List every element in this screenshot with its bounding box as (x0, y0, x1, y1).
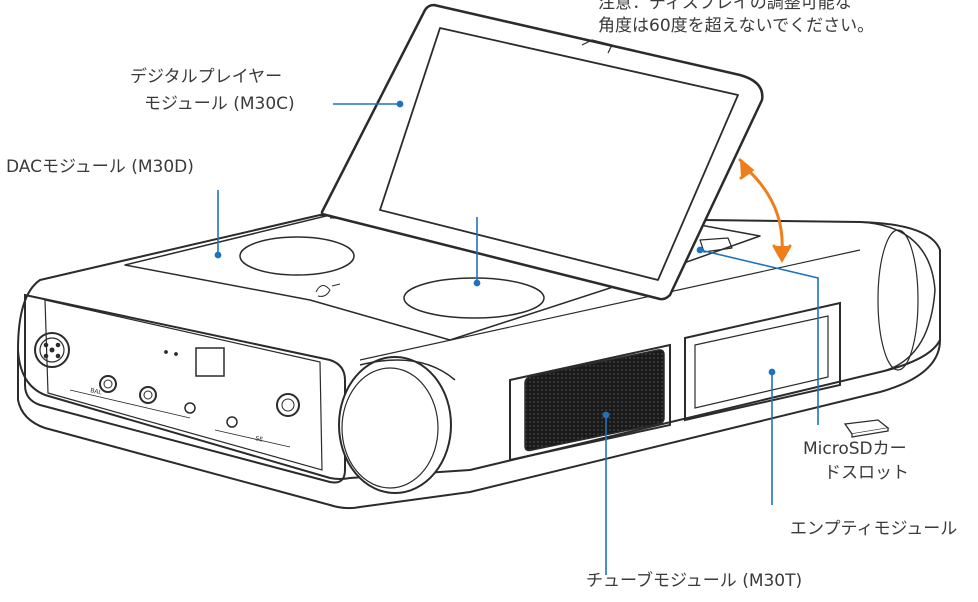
tube-module-panel (509, 343, 671, 462)
volume-knob (338, 356, 456, 494)
display-screen (320, 3, 764, 301)
callout-lines (214, 100, 819, 575)
tube-module-label: チューブモジュール (M30T) (586, 571, 803, 591)
se-mark: SE (255, 435, 264, 443)
player-module-label-2: モジュール (M30C) (144, 94, 295, 114)
logo-icon (315, 283, 341, 297)
note-line-2: 角度は60度を超えないでください。 (598, 16, 875, 36)
dac-module-label: DACモジュール (M30D) (6, 157, 194, 177)
empty-module-panel (684, 301, 841, 422)
up-down-arrow-icon (738, 158, 792, 264)
sd-card-icon (843, 419, 890, 438)
player-module-label-1: デジタルプレイヤー (130, 67, 283, 87)
empty-module-label: エンプティモジュール (790, 519, 958, 539)
front-panel (24, 293, 346, 484)
note-line-1: 注意：ディスプレイの調整可能な (598, 0, 852, 13)
chassis (17, 214, 941, 510)
sd-slot-label-2: ドスロット (824, 463, 909, 483)
sd-slot-label-1: MicroSDカー (803, 439, 907, 459)
bal-mark: BAL (90, 387, 103, 396)
